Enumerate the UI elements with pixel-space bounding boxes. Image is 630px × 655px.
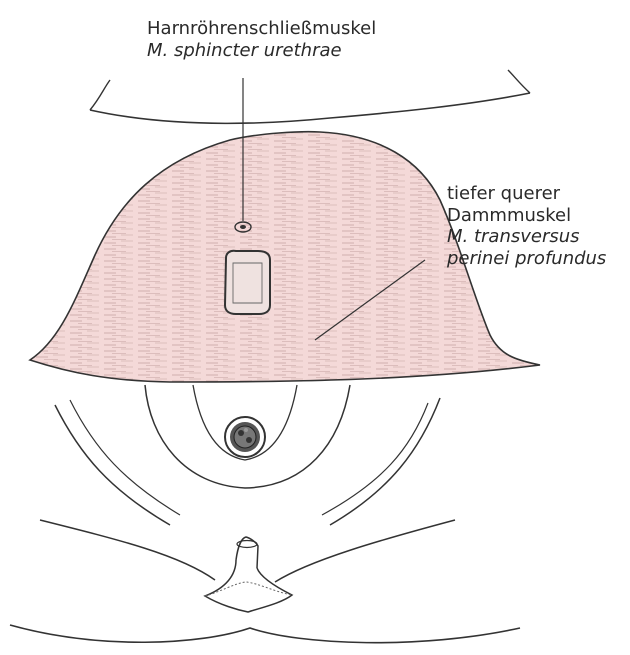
lower-left-curve	[40, 520, 215, 580]
right-outer-line	[330, 398, 440, 525]
left-outer-line	[55, 405, 170, 525]
top-outline	[90, 93, 530, 123]
lower-right-curve	[275, 520, 455, 582]
label-deep-transverse-perinei: tiefer querer Dammmuskel M. transversus …	[447, 183, 606, 269]
deep-transverse-german-2: Dammmuskel	[447, 205, 606, 227]
coccyx	[205, 537, 292, 612]
top-arch-right	[508, 70, 530, 93]
urethral-sphincter-latin: M. sphincter urethrae	[147, 40, 376, 62]
urethral-sphincter-german: Harnröhrenschließmuskel	[147, 18, 376, 40]
anus	[225, 417, 265, 457]
bottom-outline	[10, 625, 520, 643]
label-urethral-sphincter: Harnröhrenschließmuskel M. sphincter ure…	[147, 18, 376, 61]
right-inner-line	[322, 403, 428, 515]
deep-transverse-german-1: tiefer querer	[447, 183, 606, 205]
rectangular-opening	[225, 251, 270, 314]
top-arch-left	[90, 80, 110, 110]
deep-transverse-latin-1: M. transversus	[447, 226, 606, 248]
deep-transverse-latin-2: perinei profundus	[447, 248, 606, 270]
left-inner-line	[70, 400, 180, 515]
